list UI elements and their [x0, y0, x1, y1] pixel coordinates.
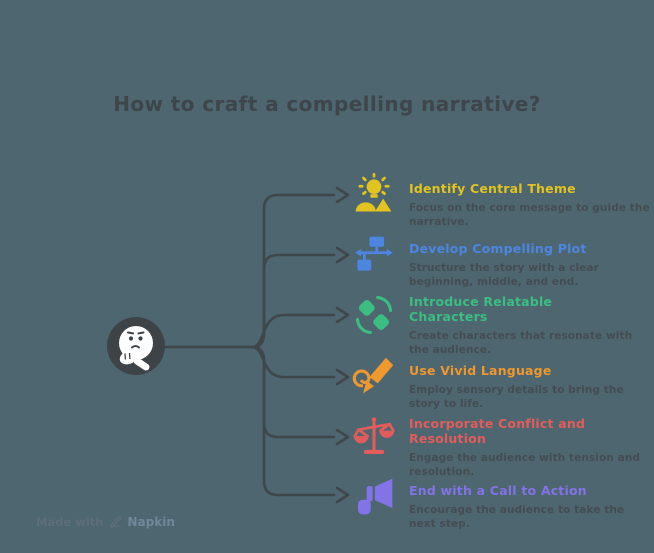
scales-icon	[352, 415, 396, 459]
item-identify-central-theme: Identify Central Theme Focus on the core…	[352, 173, 650, 229]
made-with-label: Made with	[36, 515, 104, 529]
item-description: Encourage the audience to take the next …	[409, 504, 625, 530]
lightbulb-icon	[352, 173, 396, 217]
item-heading: Use Vivid Language	[409, 363, 552, 378]
item-heading: Introduce Relatable Characters	[409, 294, 553, 324]
connector-lines	[160, 170, 360, 520]
item-incorporate-conflict-resolution: Incorporate Conflict and Resolution Enga…	[352, 415, 640, 479]
item-end-with-call-to-action: End with a Call to Action Encourage the …	[352, 475, 624, 531]
item-heading: Incorporate Conflict and Resolution	[409, 416, 586, 446]
central-node	[107, 317, 165, 375]
napkin-brand: Napkin	[127, 515, 175, 529]
item-heading: Develop Compelling Plot	[409, 241, 587, 256]
item-description: Focus on the core message to guide the n…	[409, 202, 650, 228]
page-title: How to craft a compelling narrative?	[113, 92, 541, 116]
item-introduce-relatable-characters: Introduce Relatable Characters Create ch…	[352, 293, 632, 357]
flowchart-icon	[352, 233, 396, 277]
characters-icon	[352, 293, 396, 337]
item-heading: Identify Central Theme	[409, 181, 576, 196]
item-develop-compelling-plot: Develop Compelling Plot Structure the st…	[352, 233, 599, 289]
item-description: Structure the story with a clear beginni…	[409, 262, 599, 288]
item-description: Employ sensory details to bring the stor…	[409, 384, 624, 410]
item-heading: End with a Call to Action	[409, 483, 587, 498]
megaphone-icon	[352, 475, 396, 519]
paintbrush-icon	[352, 355, 396, 399]
thinking-face-icon	[107, 317, 165, 375]
item-description: Engage the audience with tension and res…	[409, 452, 641, 478]
item-use-vivid-language: Use Vivid Language Employ sensory detail…	[352, 355, 624, 411]
napkin-pen-icon	[109, 515, 123, 529]
made-with-napkin: Made with Napkin	[36, 515, 175, 529]
item-description: Create characters that resonate with the…	[409, 330, 633, 356]
